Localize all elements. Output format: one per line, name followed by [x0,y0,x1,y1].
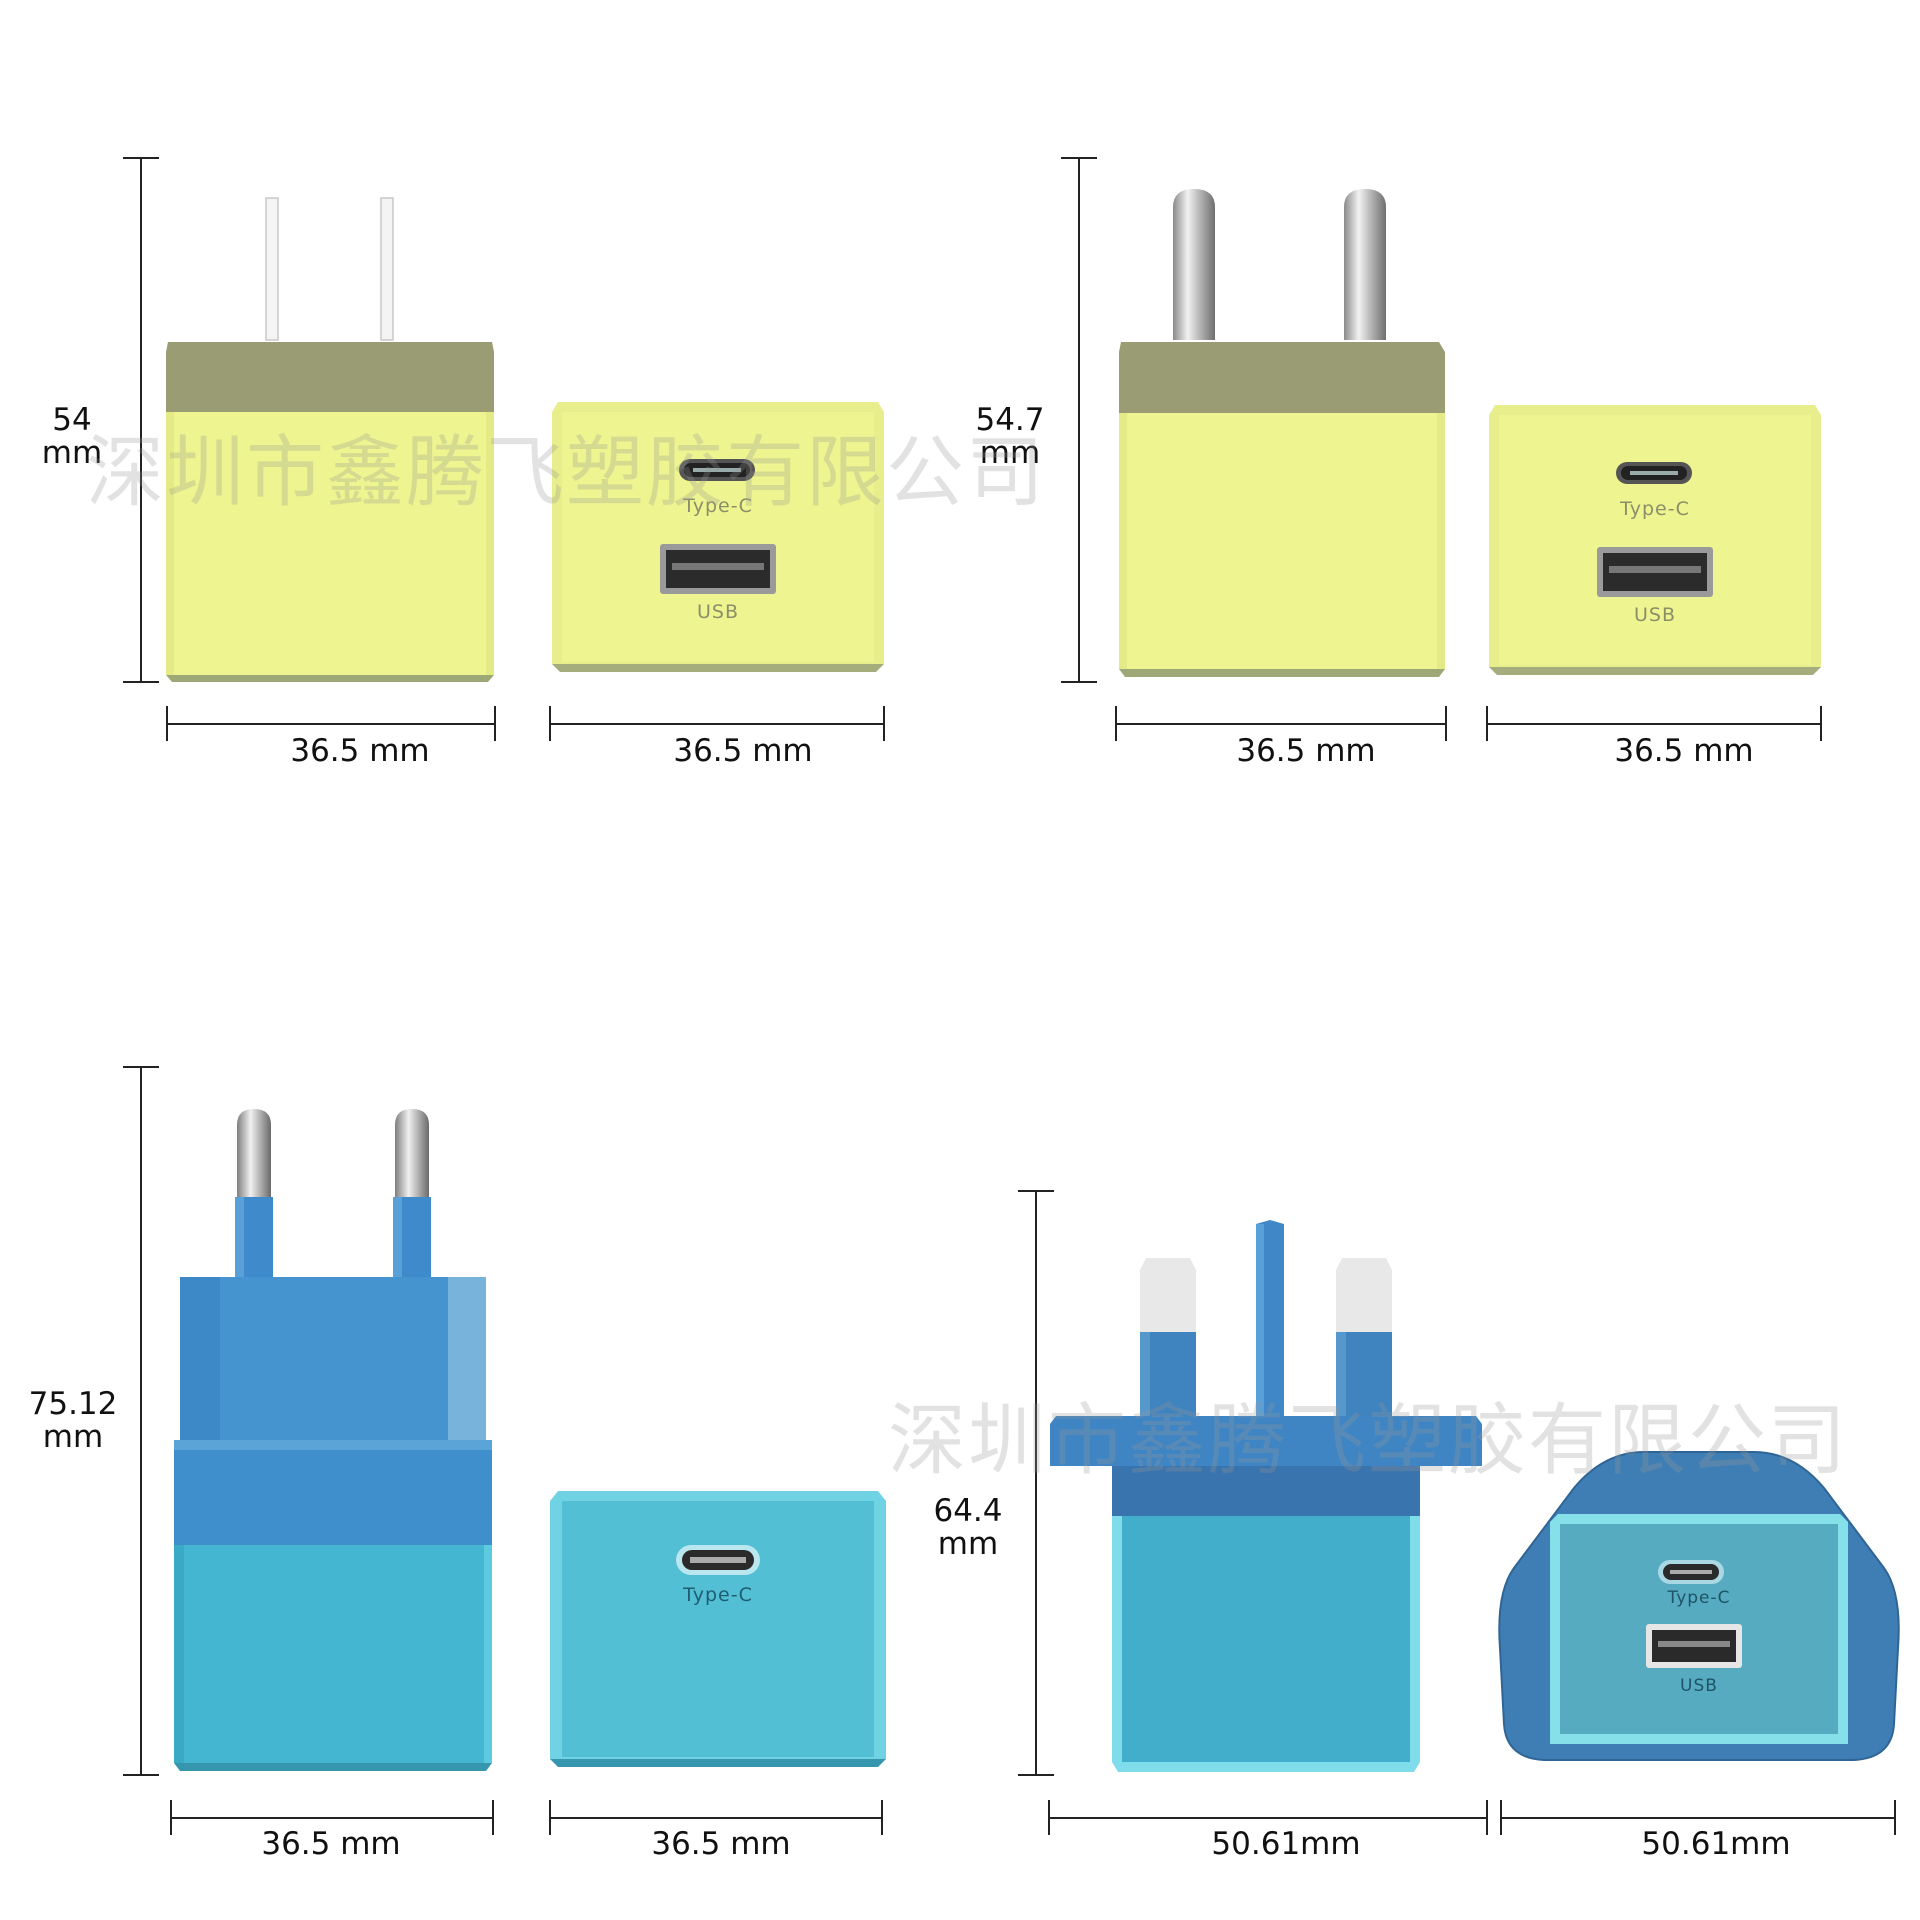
height-dimension-line [1035,1191,1037,1775]
width-dimension-tick [494,706,496,741]
width-dimension-line-left [171,1817,493,1819]
height-dimension-tick-bottom [1061,681,1097,683]
width-dimension-line-right [550,723,884,725]
height-label: 54 mm [41,402,103,471]
width-label-right: 36.5 mm [673,733,813,769]
height-dimension-tick-top [123,157,159,159]
width-dimension-line-right [550,1817,882,1819]
usb-label: USB [1633,604,1676,626]
width-dimension-line-left [1049,1817,1487,1819]
width-dimension-tick [883,706,885,741]
uk-charger-side-view [1050,1220,1482,1772]
width-dimension-tick [549,706,551,741]
width-label-left: 50.61mm [1211,1826,1361,1862]
height-label: 64.4 mm [933,1493,1003,1562]
type-c-label: Type-C [683,1584,753,1606]
width-dimension-tick [881,1800,883,1835]
width-dimension-tick [1486,1800,1488,1835]
width-dimension-tick [1486,706,1488,741]
watermark-text: 深圳市鑫腾飞塑胶有限公司 [86,428,1047,518]
usb-label: USB [696,601,739,623]
width-dimension-line-right [1501,1817,1895,1819]
height-dimension-tick-bottom [1018,1774,1054,1776]
height-label: 54.7 mm [975,402,1045,471]
usb-label: USB [1680,1676,1718,1696]
width-dimension-tick [166,706,168,741]
watermark-text: 深圳市鑫腾飞塑胶有限公司 [888,1396,1849,1486]
height-dimension-tick-top [1061,157,1097,159]
width-dimension-tick [1445,706,1447,741]
round-pin-charger-side-view [1119,189,1445,677]
width-dimension-line-left [167,723,495,725]
width-label-left: 36.5 mm [261,1826,401,1862]
type-c-label: Type-C [1667,1588,1731,1608]
height-dimension-tick-bottom [123,1774,159,1776]
width-label-left: 36.5 mm [290,733,430,769]
width-dimension-tick [1500,1800,1502,1835]
round-pins-icon [1173,189,1386,340]
us-charger-side-view [166,197,494,682]
height-dimension-line [140,1067,142,1775]
type-c-label: Type-C [683,495,753,517]
width-dimension-line-left [1116,723,1446,725]
height-dimension-tick-top [123,1066,159,1068]
eu-charger-side-view [174,1109,492,1771]
width-dimension-tick [1115,706,1117,741]
width-label-right: 50.61mm [1641,1826,1791,1862]
width-label-left: 36.5 mm [1236,733,1376,769]
width-dimension-tick [170,1800,172,1835]
width-dimension-tick [1820,706,1822,741]
eu-charger-front-view [550,1491,886,1767]
width-dimension-tick [1048,1800,1050,1835]
height-dimension-tick-bottom [123,681,159,683]
height-label: 75.12 mm [28,1386,118,1455]
type-c-label: Type-C [1620,498,1690,520]
width-dimension-tick [1894,1800,1896,1835]
width-label-right: 36.5 mm [651,1826,791,1862]
width-dimension-tick [549,1800,551,1835]
uk-charger-front-view [1498,1451,1900,1761]
width-dimension-tick [492,1800,494,1835]
us-flat-pins-icon [265,197,394,341]
eu-pins-icon [235,1109,431,1287]
width-label-right: 36.5 mm [1614,733,1754,769]
height-dimension-line [1078,158,1080,682]
height-dimension-line [140,158,142,682]
round-pin-charger-front-view [1489,405,1821,675]
us-charger-front-view [552,402,884,672]
height-dimension-tick-top [1018,1190,1054,1192]
width-dimension-line-right [1487,723,1821,725]
